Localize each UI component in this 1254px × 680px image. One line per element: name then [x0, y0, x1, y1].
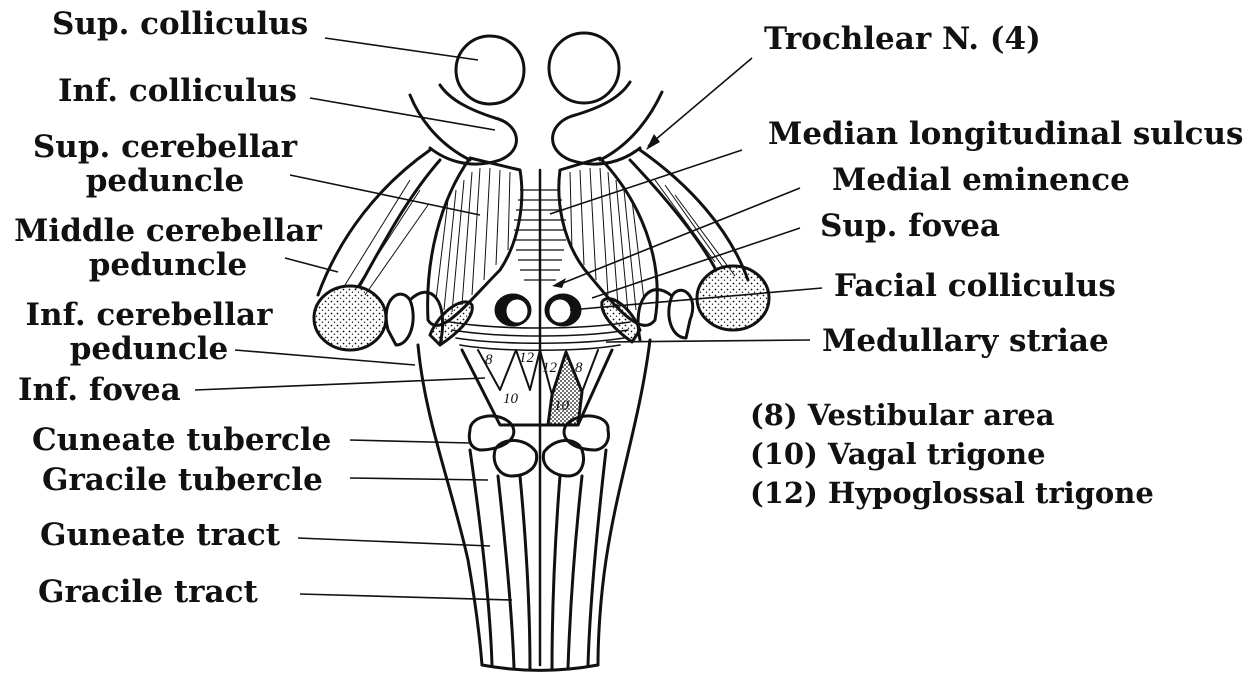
- label-inf-cerebellar-peduncle: Inf. cerebellar peduncle: [14, 298, 284, 366]
- label-cuneate-tubercle: Cuneate tubercle: [32, 423, 331, 457]
- left-cuneate-tubercle-shape: [469, 416, 514, 450]
- region-number-left-vagal: 10: [503, 391, 519, 407]
- left-gracile-tract: [498, 476, 514, 668]
- label-median-longitudinal-sulcus: Median longitudinal sulcus: [768, 117, 1244, 151]
- left-middle-cerebellar-cut: [314, 286, 386, 350]
- left-outer-contour: [318, 150, 430, 295]
- right-inf-colliculus-shape: [553, 82, 640, 164]
- label-trochlear-nerve: Trochlear N. (4): [764, 22, 1041, 56]
- key-vestibular-area: (8) Vestibular area: [750, 398, 1055, 432]
- label-gracile-tubercle: Gracile tubercle: [42, 463, 323, 497]
- region-number-left-hypoglossal: 12: [519, 350, 535, 366]
- leader-medial-eminence: [558, 188, 800, 285]
- leader-inf-fovea: [195, 378, 485, 390]
- label-guneate-tract: Guneate tract: [40, 518, 280, 552]
- label-sup-colliculus: Sup. colliculus: [52, 7, 308, 41]
- leader-median-sulcus: [550, 150, 742, 214]
- left-inf-colliculus-shape: [430, 85, 516, 164]
- region-number-left-vestibular: 8: [485, 352, 493, 368]
- label-medullary-striae: Medullary striae: [822, 324, 1109, 358]
- leader-cuneate-tubercle: [350, 440, 470, 443]
- medulla-left-outline: [418, 345, 482, 665]
- label-middle-cerebellar-peduncle: Middle cerebellar peduncle: [8, 214, 328, 282]
- key-hypoglossal-trigone: (12) Hypoglossal trigone: [750, 476, 1154, 510]
- region-number-right-vestibular: 8: [575, 360, 583, 376]
- label-sup-fovea: Sup. fovea: [820, 209, 1000, 243]
- region-number-right-vagal: 10: [554, 398, 570, 414]
- label-medial-eminence: Medial eminence: [832, 163, 1130, 197]
- leader-gracile-tract: [300, 594, 512, 600]
- right-cuneate-tract: [588, 450, 606, 665]
- medulla-right-outline: [598, 340, 650, 665]
- label-gracile-tract: Gracile tract: [38, 575, 258, 609]
- leader-sup-colliculus: [325, 38, 478, 60]
- label-inf-fovea: Inf. fovea: [18, 373, 181, 407]
- right-gracile-tract: [552, 476, 560, 670]
- leader-guneate-tract: [298, 538, 490, 546]
- right-cuneate-tubercle-shape: [564, 416, 608, 450]
- region-number-right-hypoglossal: 12: [542, 360, 558, 376]
- leader-trochlear: [648, 58, 752, 146]
- leader-inf-colliculus: [310, 98, 495, 130]
- label-sup-cerebellar-peduncle: Sup. cerebellar peduncle: [30, 130, 300, 198]
- left-cuneate-tract: [470, 450, 492, 665]
- left-sup-colliculus-shape: [456, 36, 524, 104]
- key-vagal-trigone: (10) Vagal trigone: [750, 437, 1046, 471]
- leader-gracile-tubercle: [350, 478, 488, 480]
- leader-sup-cerebellar-peduncle: [290, 175, 480, 215]
- right-sup-colliculus-shape: [549, 33, 619, 103]
- label-facial-colliculus: Facial colliculus: [834, 269, 1116, 303]
- label-inf-colliculus: Inf. colliculus: [58, 74, 297, 108]
- leader-medullary-striae: [606, 340, 810, 342]
